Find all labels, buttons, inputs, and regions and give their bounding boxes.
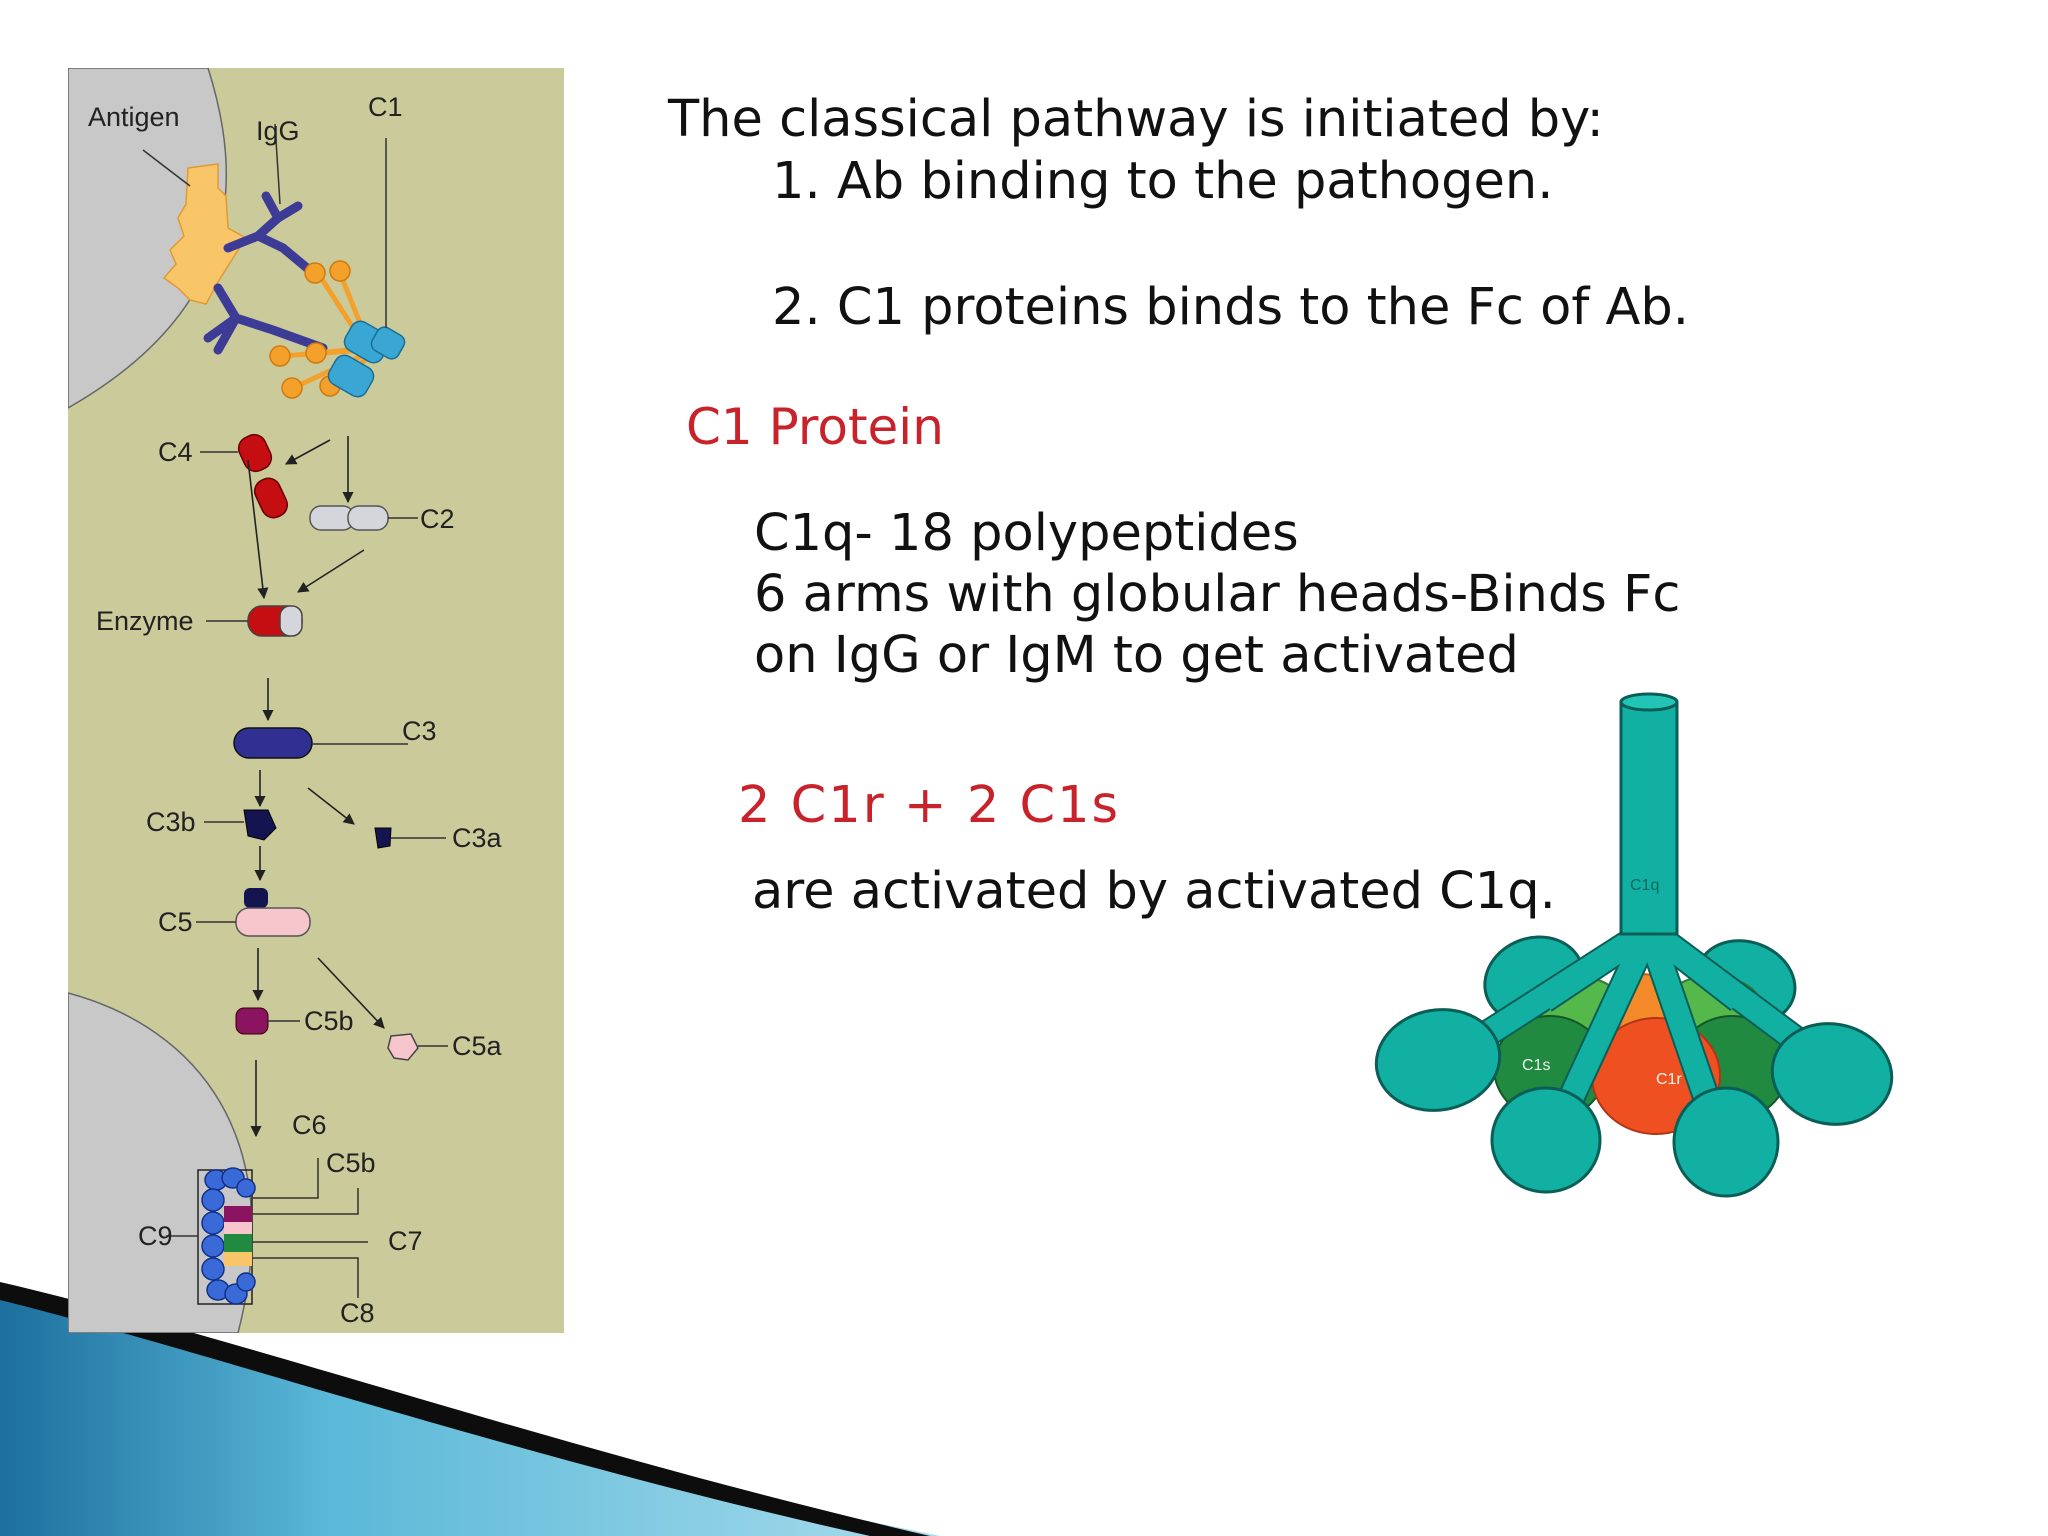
c5b-molecule — [235, 1007, 300, 1035]
igg-antibody — [203, 191, 328, 355]
c5b-label: C5b — [304, 1006, 354, 1036]
c3-molecule — [233, 727, 408, 759]
igg-label: IgG — [256, 116, 300, 146]
section-1-title: C1 Protein — [686, 398, 944, 456]
c9-label: C9 — [138, 1221, 173, 1251]
complement-pathway-diagram: Antigen IgG C1 C4 C2 Enzyme C3 C3b C3a C… — [68, 68, 564, 1333]
point-2: 2. C1 proteins binds to the Fc of Ab. — [772, 278, 1689, 337]
point-1: 1. Ab binding to the pathogen. — [772, 152, 1554, 211]
section-2-title: 2 C1r + 2 C1s — [738, 776, 1121, 835]
c1q-description-line-3: on IgG or IgM to get activated — [754, 626, 1519, 685]
membrane-attack-complex — [166, 1158, 368, 1305]
c5-label: C5 — [158, 907, 193, 937]
c3b-label: C3b — [146, 807, 196, 837]
c3-label: C3 — [402, 716, 437, 746]
c2-molecule — [309, 505, 418, 531]
c1q-head-front-right — [1672, 1086, 1780, 1198]
c1q-stalk-top — [1619, 692, 1679, 712]
c7-label: C7 — [388, 1226, 423, 1256]
enzyme-label: Enzyme — [96, 606, 194, 636]
c6-label: C6 — [292, 1110, 327, 1140]
c1q-description-line-2: 6 arms with globular heads-Binds Fc — [754, 565, 1681, 624]
c1q-stalk — [1619, 700, 1679, 936]
c8-label: C8 — [340, 1298, 375, 1328]
c4-label: C4 — [158, 437, 193, 467]
c4-molecule — [200, 433, 289, 519]
c1q-head-left — [1374, 1008, 1502, 1112]
section-2-text: are activated by activated C1q. — [752, 862, 1556, 921]
c1q-head-right — [1770, 1022, 1894, 1126]
c1q-description-line-1: C1q- 18 polypeptides — [754, 504, 1299, 563]
c1s-label: C1s — [1522, 1057, 1550, 1074]
c5b-complex-label: C5b — [326, 1148, 376, 1178]
c1-label: C1 — [368, 92, 403, 122]
c5a-molecule — [387, 1033, 448, 1061]
c1q-label: C1q — [1630, 877, 1659, 894]
enzyme-molecule — [206, 605, 303, 637]
c1-complex-diagram: C1q C1s C1r — [1374, 692, 1894, 1198]
c3b-molecule — [204, 809, 277, 841]
c1q-head-front-left — [1490, 1086, 1602, 1194]
c5a-label: C5a — [452, 1031, 503, 1061]
c1r-label: C1r — [1656, 1071, 1682, 1088]
c2-label: C2 — [420, 504, 455, 534]
antigen-label: Antigen — [88, 102, 180, 132]
c1-complex — [269, 138, 406, 399]
slide-heading: The classical pathway is initiated by: — [668, 90, 1604, 149]
c5-molecule — [196, 888, 311, 937]
c3a-molecule — [374, 827, 446, 849]
c3a-label: C3a — [452, 823, 503, 853]
antigen-shape — [162, 163, 248, 305]
